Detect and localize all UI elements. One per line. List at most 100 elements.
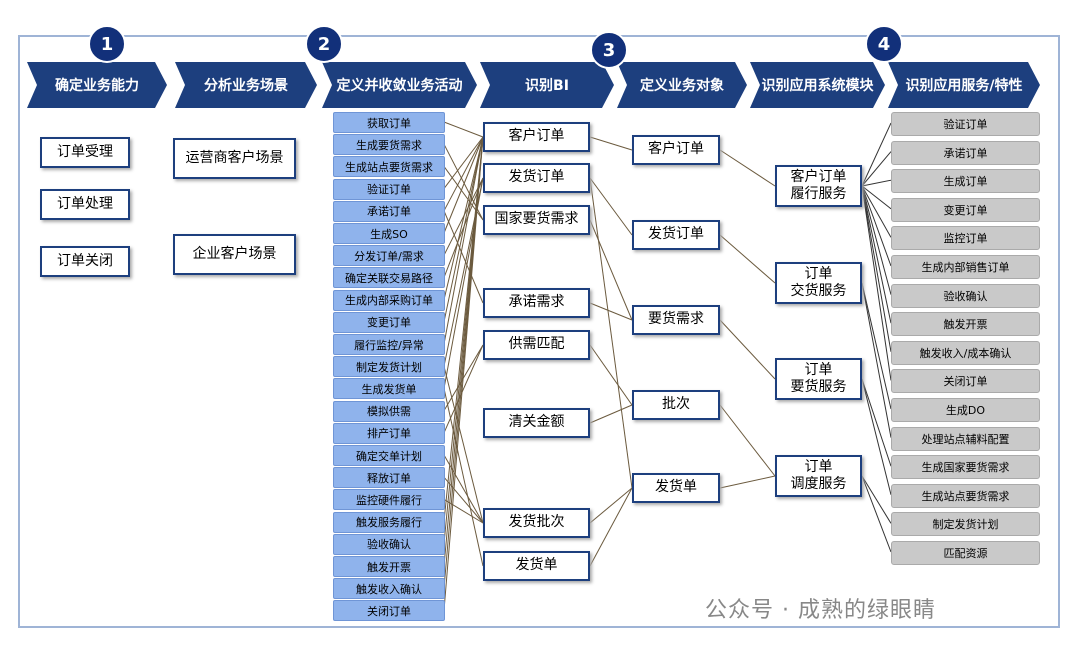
connector-line <box>589 487 633 567</box>
connector-line <box>861 122 892 187</box>
scenario-box: 企业客户场景 <box>173 234 296 275</box>
connector-line <box>589 177 633 236</box>
service-item: 承诺订单 <box>891 140 1040 165</box>
service-item: 触发开票 <box>891 312 1040 337</box>
column-header: 识别应用系统模块 <box>750 62 885 108</box>
service-item: 触发收入/成本确认 <box>891 340 1040 365</box>
connector-line <box>443 136 484 345</box>
capability-box: 订单受理 <box>40 137 130 168</box>
connector-line <box>443 136 484 234</box>
activity-item: 释放订单 <box>333 467 445 489</box>
connector-line <box>861 185 892 381</box>
activity-item: 生成站点要货需求 <box>333 156 445 178</box>
service-item: 生成内部销售订单 <box>891 255 1040 279</box>
step-number-badge: 1 <box>88 25 126 63</box>
connector-line <box>861 185 892 210</box>
service-item: 生成站点要货需求 <box>891 483 1040 508</box>
scenario-box: 运营商客户场景 <box>173 138 296 179</box>
business-object-box: 批次 <box>632 390 720 420</box>
module-label: 订单 <box>804 265 833 282</box>
activity-item: 获取订单 <box>333 112 445 133</box>
bi-box: 清关金额 <box>483 408 590 438</box>
activity-item: 生成SO <box>333 223 445 244</box>
connector-line <box>443 121 484 138</box>
activity-item: 模拟供需 <box>333 400 445 422</box>
business-object-box: 客户订单 <box>632 135 720 165</box>
watermark: 公众号 · 成熟的绿眼睛 <box>705 598 936 623</box>
module-box: 订单交货服务 <box>775 262 862 304</box>
service-item: 生成订单 <box>891 169 1040 194</box>
bi-box: 发货单 <box>483 551 590 581</box>
bi-box: 国家要货需求 <box>483 205 590 235</box>
business-object-box: 要货需求 <box>632 305 720 335</box>
connector-line <box>589 177 633 489</box>
module-label: 订单 <box>804 361 833 378</box>
service-item: 监控订单 <box>891 226 1040 251</box>
bi-box: 发货订单 <box>483 163 590 193</box>
connector-line <box>861 179 892 187</box>
connector-line <box>861 185 892 295</box>
connector-line <box>443 344 484 434</box>
service-item: 验收确认 <box>891 283 1040 308</box>
service-item: 处理站点辅料配置 <box>891 426 1040 451</box>
capability-box: 订单处理 <box>40 189 130 220</box>
service-item: 匹配资源 <box>891 541 1040 565</box>
activity-item: 确定关联交易路径 <box>333 267 445 289</box>
diagram-frame <box>18 35 1060 628</box>
connector-line <box>589 219 633 321</box>
column-header: 分析业务场景 <box>175 62 317 108</box>
module-label: 履行服务 <box>790 186 847 202</box>
connector-line <box>443 454 484 524</box>
capability-box: 订单关闭 <box>40 246 130 277</box>
connector-line <box>443 177 484 389</box>
column-header: 识别应用服务/特性 <box>888 62 1040 108</box>
activity-item: 履行监控/异常 <box>333 334 445 355</box>
connector-line <box>861 185 892 352</box>
column-header: 识别BI <box>480 62 614 108</box>
connector-line <box>861 475 892 524</box>
module-box: 订单调度服务 <box>775 455 862 497</box>
connector-line <box>719 475 776 489</box>
connector-line <box>861 475 892 553</box>
column-header: 定义业务对象 <box>617 62 747 108</box>
activity-item: 生成内部采购订单 <box>333 289 445 311</box>
connector-line <box>719 404 776 477</box>
connector-line <box>589 344 633 406</box>
connector-line <box>861 282 892 438</box>
activity-item: 触发开票 <box>333 556 445 577</box>
activity-item: 生成发货单 <box>333 378 445 400</box>
connector-line <box>589 487 633 524</box>
bi-box: 承诺需求 <box>483 288 590 318</box>
connector-line <box>443 136 484 322</box>
connector-line <box>861 151 892 187</box>
business-object-box: 发货单 <box>632 473 720 503</box>
step-number-badge: 2 <box>305 25 343 63</box>
activity-item: 生成要货需求 <box>333 134 445 156</box>
bi-box: 发货批次 <box>483 508 590 538</box>
activity-item: 分发订单/需求 <box>333 245 445 267</box>
step-number-badge: 4 <box>865 25 903 63</box>
activity-item: 变更订单 <box>333 311 445 333</box>
business-object-box: 发货订单 <box>632 220 720 250</box>
column-header: 确定业务能力 <box>27 62 167 108</box>
step-number-badge: 3 <box>590 31 628 69</box>
connector-line <box>861 282 892 410</box>
activity-item: 承诺订单 <box>333 200 445 222</box>
connector-line <box>443 136 484 212</box>
connector-line <box>589 404 633 424</box>
module-label: 要货服务 <box>790 379 847 395</box>
activity-item: 确定交单计划 <box>333 445 445 466</box>
module-label: 交货服务 <box>790 283 847 299</box>
connector-line <box>589 302 633 321</box>
activity-item: 制定发货计划 <box>333 356 445 378</box>
connector-line <box>443 498 484 524</box>
bi-box: 客户订单 <box>483 122 590 152</box>
activity-item: 触发收入确认 <box>333 578 445 600</box>
column-header: 定义并收敛业务活动 <box>322 62 477 108</box>
activity-item: 关闭订单 <box>333 600 445 622</box>
module-label: 客户订单 <box>790 168 847 185</box>
connector-line <box>443 210 484 304</box>
connector-line <box>719 234 776 284</box>
connector-line <box>719 319 776 380</box>
connector-line <box>443 136 484 300</box>
